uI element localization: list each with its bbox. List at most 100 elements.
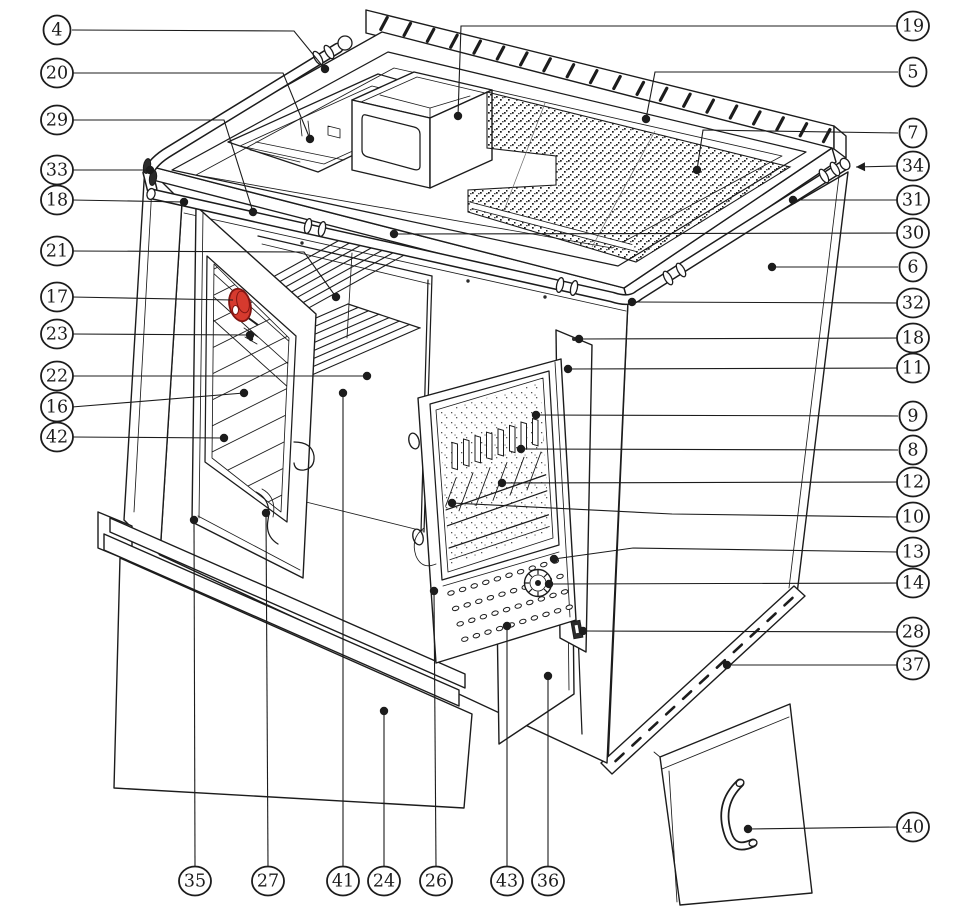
callout-4: 4 [42,14,330,74]
callout-circle [490,865,524,897]
callout-number: 18 [46,191,68,211]
fire-door [408,358,577,664]
back-vent-strip [365,9,847,159]
callout-18: 18 [40,184,189,216]
callout-circle [896,536,930,568]
callout-number: 24 [373,872,395,892]
leader-dot [563,364,573,374]
oven-door-handle [293,441,315,471]
leader-dot [219,433,229,443]
callout-number: 30 [902,224,924,244]
cooking-plate [467,91,792,263]
callout-21: 21 [40,235,341,302]
callout-16: 16 [40,388,249,423]
callout-number: 9 [907,407,918,427]
callout-number: 37 [902,656,924,676]
callout-number: 33 [46,161,68,181]
callout-28: 28 [578,616,930,648]
callout-number: 28 [902,623,924,643]
callout-circle [898,400,928,432]
leader-dot [692,165,702,175]
callout-circle [896,567,930,599]
callout-number: 12 [902,473,924,493]
leader-dot [447,498,457,508]
callout-circle [419,865,453,897]
callout-18: 18 [574,322,930,354]
callout-number: 29 [46,111,68,131]
callout-circle [40,104,74,136]
callout-circle [896,616,930,648]
callout-circle [896,217,930,249]
drawer-front-large [113,557,473,809]
callout-27: 27 [251,508,285,897]
callout-number: 36 [537,872,559,892]
leader-dot [338,388,348,398]
callout-circle [898,56,928,88]
callout-35: 35 [178,515,212,897]
callout-13: 13 [549,536,930,568]
leader-dot [179,197,189,207]
callout-number: 42 [46,428,68,448]
callout-circle [896,811,930,843]
callout-6: 6 [767,251,928,283]
callout-number: 21 [46,242,68,262]
leader-dot [239,388,249,398]
callout-circle [898,434,928,466]
leader-dot [531,410,541,420]
callout-number: 10 [902,508,924,528]
callout-number: 27 [257,872,279,892]
callout-circle [40,235,74,267]
callout-circle [40,281,74,313]
oven-door[interactable] [80,120,714,696]
callout-number: 14 [902,574,924,594]
leader-dot [497,478,507,488]
leader-dot [549,554,559,564]
callout-number: 18 [902,329,924,349]
callout-9: 9 [531,400,928,432]
callout-14: 14 [544,567,930,599]
callout-circle [42,14,72,46]
leader-dot [578,626,588,636]
callout-26: 26 [419,586,453,897]
callout-22: 22 [40,360,372,392]
leader-dot [389,229,399,239]
callout-number: 4 [51,21,62,41]
callout-number: 6 [907,258,918,278]
callout-30: 30 [389,217,930,249]
detached-panel [653,703,813,906]
callout-number: 22 [46,367,68,387]
callout-number: 7 [907,124,918,144]
leader-dot [453,111,463,121]
leader-dot [305,134,315,144]
oven-door-hinge-arm [255,491,279,545]
thermostat-knob-red[interactable] [226,286,259,326]
callout-circle [896,649,930,681]
callout-29: 29 [40,104,258,217]
callout-number: 40 [902,818,924,838]
leader-dot [516,444,526,454]
leader-dot [189,515,199,525]
callout-number: 5 [907,63,918,83]
callout-circle [896,466,930,498]
callout-circle [367,865,401,897]
callout-circle [40,318,74,350]
rail-end-cap [839,157,851,171]
callout-12: 12 [497,466,930,498]
callout-circle [896,10,930,42]
callout-circle [896,150,930,182]
leader-dot [248,207,258,217]
callout-circle [40,57,74,89]
callout-circle [896,184,930,216]
leader-dot [627,297,637,307]
callout-32: 32 [627,287,930,319]
leader-dot [245,330,255,340]
callout-circle [326,865,360,897]
rail-ball-finial [337,35,353,51]
callout-number: 8 [907,441,918,461]
callout-circle [896,322,930,354]
callout-34: 34 [855,150,930,182]
panel-handle[interactable] [720,778,758,851]
callout-5: 5 [641,56,928,124]
